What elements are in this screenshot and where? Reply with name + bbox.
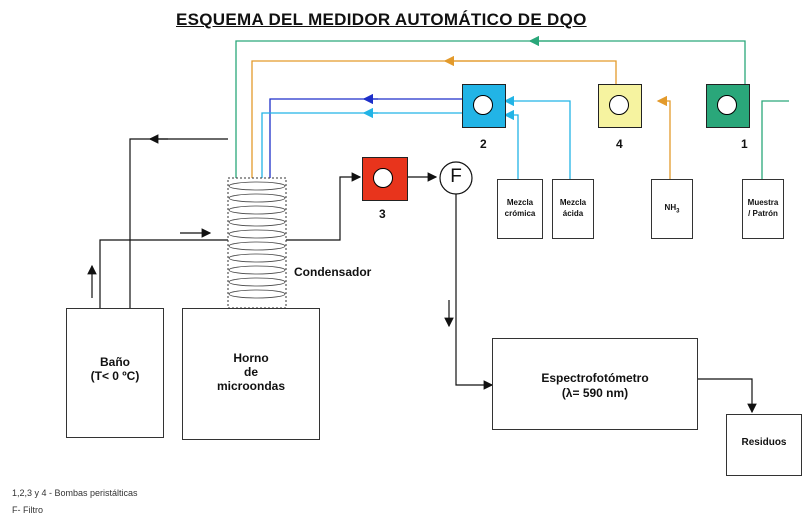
pump-1-number: 1 <box>741 137 748 151</box>
horno-box: Horno de microondas <box>182 308 320 440</box>
reagent-label: Mezcla <box>559 198 587 207</box>
reagent-label: Mezcla <box>506 198 534 207</box>
pump-2-number: 2 <box>480 137 487 151</box>
reagent-label: ácida <box>562 209 584 218</box>
legend-filter: F- Filtro <box>12 505 43 515</box>
pump-4 <box>598 84 642 128</box>
espectro-label: Espectrofotómetro <box>541 371 649 385</box>
condensador-label: Condensador <box>294 265 372 279</box>
pump-dial-icon <box>717 95 737 115</box>
pump-3-number: 3 <box>379 207 386 221</box>
filter-to-spectro-line <box>455 194 494 390</box>
diagram-title: ESQUEMA DEL MEDIDOR AUTOMÁTICO DE DQO <box>176 10 587 29</box>
mezcla-acida-box: Mezcla ácida <box>552 179 594 239</box>
pump-dial-icon <box>473 95 493 115</box>
pump-dial-icon <box>609 95 629 115</box>
pump-3 <box>362 157 408 201</box>
reagent-subscript: 3 <box>676 208 680 215</box>
pump-1 <box>706 84 750 128</box>
green-flow-line <box>235 40 746 304</box>
mezcla-cromica-box: Mezcla crómica <box>497 179 543 239</box>
nh3-box: NH3 <box>651 179 693 239</box>
reagent-label: NH <box>664 203 677 212</box>
horno-label: microondas <box>216 379 285 393</box>
pump-2 <box>462 84 506 128</box>
legend-pumps: 1,2,3 y 4 - Bombas peristálticas <box>12 488 138 498</box>
condenser-coil <box>227 177 287 309</box>
pump-dial-icon <box>373 168 393 188</box>
bano-temp-label: (T< 0 ºC) <box>90 369 140 383</box>
espectro-wavelength-label: (λ= 590 nm) <box>561 386 629 400</box>
bath-outlet-line <box>129 138 228 310</box>
pump-4-number: 4 <box>616 137 623 151</box>
reagent-label: Muestra <box>747 198 779 207</box>
filter-label: F <box>450 166 462 187</box>
condenser-to-pump3-line <box>286 172 362 241</box>
residuos-label: Residuos <box>741 437 787 448</box>
muestra-box: Muestra / Patrón <box>742 179 784 239</box>
muestra-feed <box>761 100 789 180</box>
mezcla-acida-feed <box>503 95 571 180</box>
reagent-label: / Patrón <box>748 209 778 218</box>
bath-inlet-line <box>99 239 228 310</box>
mezcla-cromica-feed <box>503 109 519 180</box>
nh3-feed <box>656 95 671 180</box>
residuos-box: Residuos <box>726 414 802 476</box>
spectro-to-residuos-line <box>698 378 757 414</box>
horno-label: Horno <box>233 351 269 365</box>
reagent-label: crómica <box>504 209 536 218</box>
horno-label: de <box>243 365 258 379</box>
filter-circle <box>439 161 473 195</box>
bano-label: Baño <box>100 355 130 369</box>
bano-box: Baño (T< 0 ºC) <box>66 308 164 438</box>
espectrofotometro-box: Espectrofotómetro (λ= 590 nm) <box>492 338 698 430</box>
